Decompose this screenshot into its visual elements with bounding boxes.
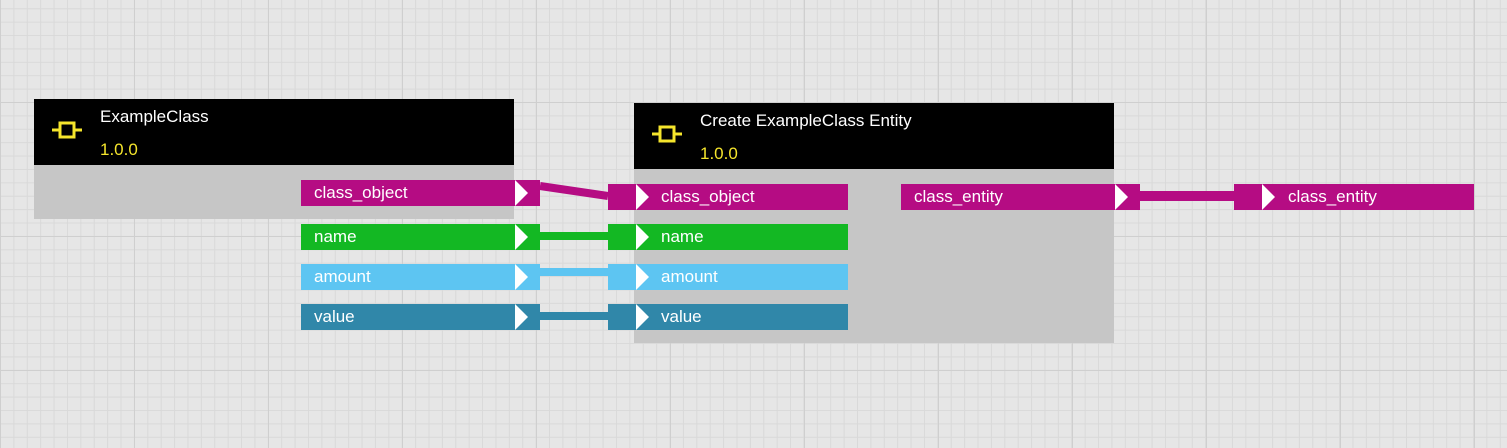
node-header[interactable]: ExampleClass 1.0.0 — [34, 99, 514, 165]
output-pin-amount[interactable]: amount — [301, 264, 540, 290]
output-pin-class-object[interactable]: class_object — [301, 180, 540, 206]
pin-arrow-icon[interactable] — [636, 224, 649, 250]
example-class-node[interactable]: ExampleClass 1.0.0 — [34, 99, 514, 219]
output-pin-value[interactable]: value — [301, 304, 540, 330]
input-pin-name[interactable]: name — [608, 224, 848, 250]
pin-arrow-icon[interactable] — [636, 184, 649, 210]
node-header[interactable]: Create ExampleClass Entity 1.0.0 — [634, 103, 1114, 169]
pin-label: name — [314, 227, 357, 246]
pin-label: amount — [314, 267, 371, 286]
node-title: Create ExampleClass Entity — [700, 111, 912, 130]
pin-label: class_entity — [914, 187, 1003, 206]
pin-arrow-icon[interactable] — [636, 264, 649, 290]
pin-label: value — [314, 307, 355, 326]
struct-icon — [52, 121, 82, 139]
output-pin-name[interactable]: name — [301, 224, 540, 250]
pin-arrow-icon[interactable] — [515, 180, 528, 206]
pin-arrow-icon[interactable] — [1115, 184, 1128, 210]
pin-arrow-icon[interactable] — [1262, 184, 1275, 210]
pin-arrow-icon[interactable] — [515, 304, 528, 330]
pin-label: class_object — [661, 187, 755, 206]
result-pin-class-entity[interactable]: class_entity — [1234, 184, 1474, 210]
input-pin-value[interactable]: value — [608, 304, 848, 330]
output-pin-class-entity[interactable]: class_entity — [901, 184, 1140, 210]
pin-label: class_object — [314, 183, 408, 202]
pin-label: name — [661, 227, 704, 246]
node-title: ExampleClass — [100, 107, 209, 126]
node-version: 1.0.0 — [100, 140, 138, 159]
input-pin-class-object[interactable]: class_object — [608, 184, 848, 210]
wire-class-object[interactable] — [539, 182, 609, 200]
pin-arrow-icon[interactable] — [515, 224, 528, 250]
pin-arrow-icon[interactable] — [515, 264, 528, 290]
input-pin-amount[interactable]: amount — [608, 264, 848, 290]
pin-label: class_entity — [1288, 187, 1377, 206]
pin-label: value — [661, 307, 702, 326]
pin-label: amount — [661, 267, 718, 286]
struct-icon — [652, 125, 682, 143]
pin-arrow-icon[interactable] — [636, 304, 649, 330]
node-version: 1.0.0 — [700, 144, 738, 163]
